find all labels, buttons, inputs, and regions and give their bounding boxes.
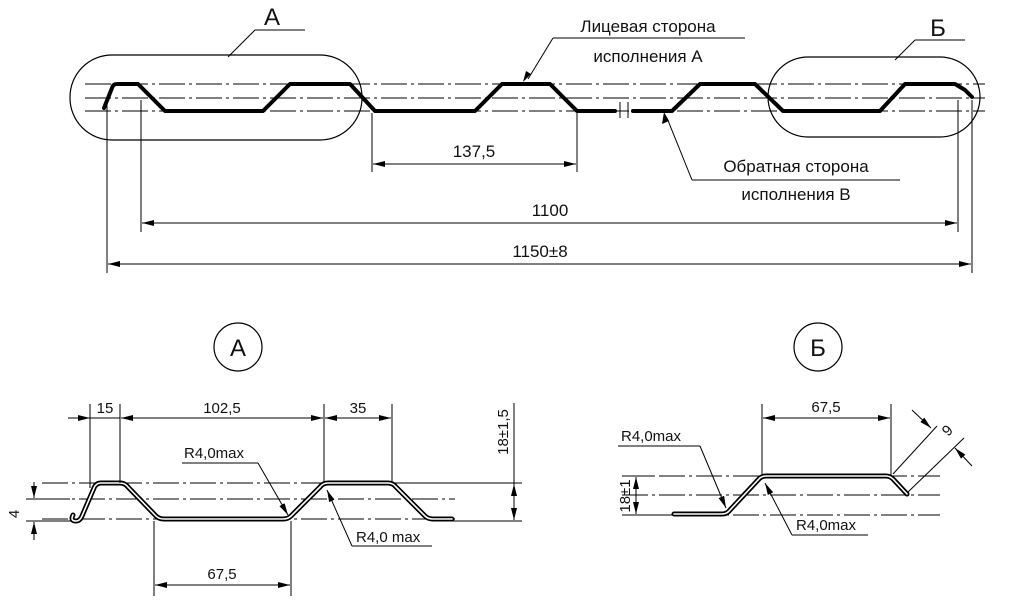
detail-b-dim-edge-line-b	[954, 447, 973, 467]
sheet-profile-right	[631, 82, 974, 113]
callout-b-letter: Б	[930, 15, 946, 42]
detail-a-dim-top-left: 15	[97, 400, 114, 417]
detail-a-radius-lower: R4,0 max	[356, 529, 421, 546]
detail-b-radius-upper: R4,0max	[621, 428, 682, 445]
callout-b-leader	[894, 39, 916, 61]
detail-b-edge-ext-1	[892, 425, 938, 475]
detail-b-dim-edge: 9	[939, 422, 957, 440]
detail-a-dim-left: 4	[6, 510, 23, 518]
detail-a-dim-bottom: 67,5	[207, 566, 236, 583]
detail-b-title-circle	[793, 322, 843, 372]
back-side-arrow	[662, 112, 669, 124]
detail-a-radius-upper: R4,0max	[184, 445, 245, 462]
face-side-label-line1: Лицевая сторона	[580, 17, 716, 36]
detail-b-dim-top: 67,5	[811, 399, 840, 416]
detail-a-dim-top-right: 35	[350, 400, 367, 417]
detail-b-radius-upper-leader	[699, 445, 727, 509]
callout-a-outline	[69, 54, 363, 141]
sheet-profile-left	[102, 82, 617, 113]
detail-b: Б 67,5 9 18±1 R4,0max R4,0max	[617, 322, 973, 536]
face-side-label-line2: исполнения А	[593, 47, 703, 66]
detail-a-radius-upper-leader	[257, 462, 289, 516]
detail-b-dim-height: 18±1	[617, 479, 634, 512]
face-side-leader	[527, 37, 554, 80]
callout-b-outline	[767, 56, 981, 138]
detail-b-dim-edge-line-a	[911, 409, 932, 429]
face-side-arrow	[523, 71, 531, 82]
main-view: А Б Лицевая сторона исполнения А Обратна…	[69, 4, 985, 273]
detail-b-title: Б	[810, 335, 826, 362]
detail-b-radius-lower-leader	[764, 482, 793, 536]
dim-pitch-label: 137,5	[453, 142, 496, 161]
detail-a-title: А	[230, 335, 246, 362]
detail-a: А 15 102,5 35 67,5 18±1,5	[6, 322, 522, 596]
detail-b-radius-lower: R4,0max	[796, 517, 857, 534]
detail-a-dim-top-mid: 102,5	[203, 400, 241, 417]
detail-a-title-circle	[213, 322, 263, 372]
back-side-label-line1: Обратная сторона	[723, 157, 869, 176]
detail-a-dim-height: 18±1,5	[495, 409, 512, 455]
back-side-label-line2: исполнения В	[741, 185, 850, 204]
detail-b-profile-inner	[673, 475, 908, 515]
dim-1100-label: 1100	[532, 201, 569, 220]
detail-a-radius-lower-leader	[326, 489, 353, 547]
dim-1150-label: 1150±8	[512, 242, 567, 261]
callout-a-leader	[227, 29, 256, 58]
detail-a-profile-inner	[71, 482, 453, 522]
detail-b-edge-ext-2	[907, 437, 965, 493]
callout-a-letter: А	[264, 4, 280, 31]
back-side-leader	[666, 117, 693, 181]
